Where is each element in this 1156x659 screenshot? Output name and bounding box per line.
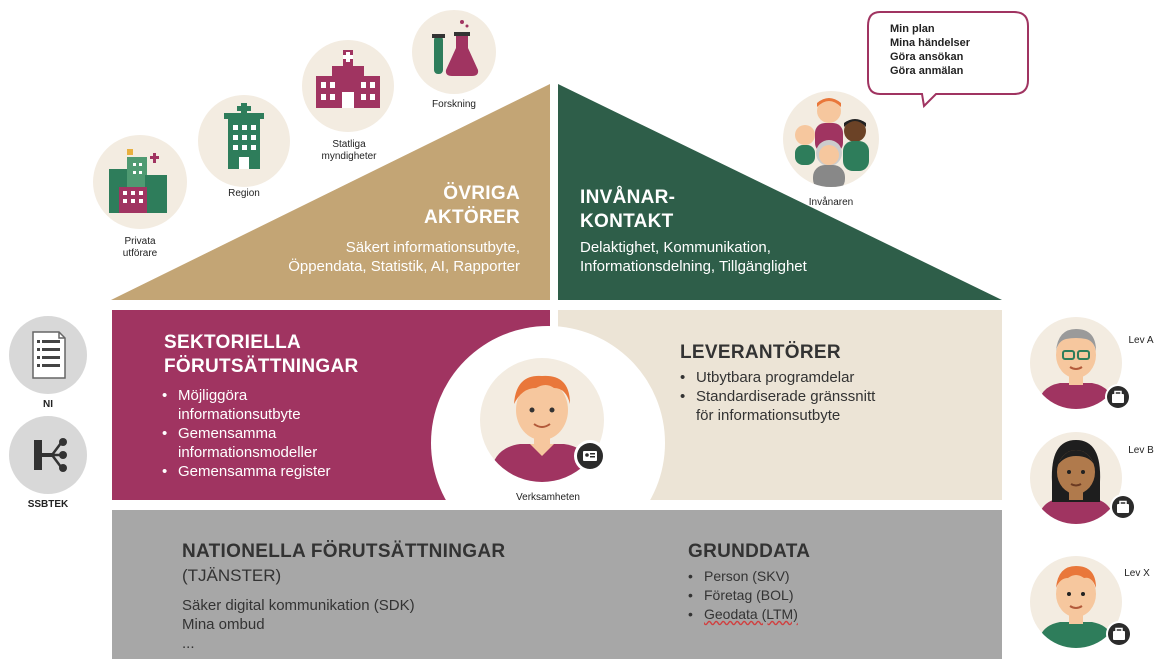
speech-item: Göra ansökan bbox=[890, 51, 964, 63]
lev-x-badge bbox=[1106, 621, 1132, 647]
nationella-line: ... bbox=[182, 635, 195, 652]
ovriga-aktorer-title: ÖVRIGA AKTÖRER bbox=[423, 183, 520, 228]
nationella-panel bbox=[112, 510, 1002, 659]
speech-bubble-shape bbox=[867, 11, 1029, 109]
triangles-layer bbox=[111, 84, 1002, 300]
document-list-icon bbox=[32, 331, 66, 379]
sektoriella-item: Gemensamma register bbox=[158, 462, 331, 481]
lev-a-badge bbox=[1105, 384, 1131, 410]
person-glasses-icon bbox=[1038, 329, 1114, 409]
briefcase-icon bbox=[1113, 627, 1125, 640]
grunddata-title: GRUNDDATA bbox=[688, 541, 811, 562]
ni-circle bbox=[9, 316, 87, 394]
id-card-icon bbox=[583, 451, 597, 461]
nationella-lines: Säker digital kommunikation (SDK) Mina o… bbox=[182, 596, 415, 653]
invanarkontakt-title: INVÅNAR- KONTAKT bbox=[580, 187, 676, 232]
region-circle bbox=[198, 95, 290, 187]
lev-b-avatar bbox=[1030, 432, 1122, 524]
grunddata-list: Person (SKV) Företag (BOL) Geodata (LTM) bbox=[684, 567, 798, 624]
forskning-circle bbox=[412, 10, 496, 94]
invanarkontakt-desc: Delaktighet, Kommunikation, Informations… bbox=[580, 239, 807, 275]
hospital-tower-icon bbox=[224, 103, 264, 169]
ni-label: NI bbox=[43, 399, 53, 410]
lev-b-badge bbox=[1110, 494, 1136, 520]
speech-item: Mina händelser bbox=[890, 37, 971, 49]
ssbtek-label: SSBTEK bbox=[27, 499, 69, 510]
speech-item: Min plan bbox=[890, 23, 935, 35]
citizens-group-icon bbox=[795, 98, 869, 187]
leverantorer-title: LEVERANTÖRER bbox=[680, 342, 841, 363]
hierarchy-network-icon bbox=[34, 438, 67, 472]
invanarkontakt-triangle bbox=[558, 84, 1002, 300]
leverantorer-item: Utbytbara programdelar bbox=[676, 368, 875, 387]
person-red-hair-icon bbox=[1038, 566, 1114, 648]
invanaren-label: Invånaren bbox=[808, 197, 854, 208]
leverantorer-list: Utbytbara programdelar Standardiserade g… bbox=[676, 368, 875, 425]
nationella-line: Säker digital kommunikation (SDK) bbox=[182, 597, 415, 614]
briefcase-icon bbox=[1112, 390, 1124, 403]
ssbtek-circle bbox=[9, 416, 87, 494]
lev-x-label: Lev X bbox=[1124, 568, 1150, 579]
privata-utforare-circle bbox=[93, 135, 187, 229]
hospital-buildings-icon bbox=[109, 149, 167, 213]
nationella-title: NATIONELLA FÖRUTSÄTTNINGAR bbox=[182, 541, 506, 562]
ovriga-aktorer-triangle bbox=[111, 84, 550, 300]
id-card-badge bbox=[574, 440, 606, 472]
nationella-line: Mina ombud bbox=[182, 616, 265, 633]
ovriga-aktorer-desc: Säkert informationsutbyte, Öppendata, St… bbox=[288, 239, 520, 275]
nationella-subtitle: (TJÄNSTER) bbox=[182, 566, 282, 585]
region-label: Region bbox=[228, 188, 260, 199]
person-dark-hair-icon bbox=[1038, 440, 1114, 524]
statliga-myndigheter-circle bbox=[302, 40, 394, 132]
grunddata-item: Geodata (LTM) bbox=[684, 605, 798, 624]
lab-flask-icon bbox=[432, 20, 479, 76]
verksamheten-label: Verksamheten bbox=[516, 492, 580, 503]
forskning-label: Forskning bbox=[432, 99, 476, 110]
employee-avatar-icon bbox=[490, 375, 594, 482]
speech-item: Göra anmälan bbox=[890, 65, 964, 77]
invanaren-circle bbox=[783, 91, 879, 187]
sektoriella-title: SEKTORIELLA FÖRUTSÄTTNINGAR bbox=[164, 332, 359, 377]
lev-a-label: Lev A bbox=[1128, 335, 1154, 346]
government-building-icon bbox=[316, 50, 380, 108]
lev-b-label: Lev B bbox=[1128, 445, 1154, 456]
grunddata-item: Person (SKV) bbox=[684, 567, 798, 586]
grunddata-item: Företag (BOL) bbox=[684, 586, 798, 605]
briefcase-icon bbox=[1117, 500, 1129, 513]
speech-bubble-list: Min plan Mina händelser Göra ansökan Gör… bbox=[890, 22, 970, 78]
